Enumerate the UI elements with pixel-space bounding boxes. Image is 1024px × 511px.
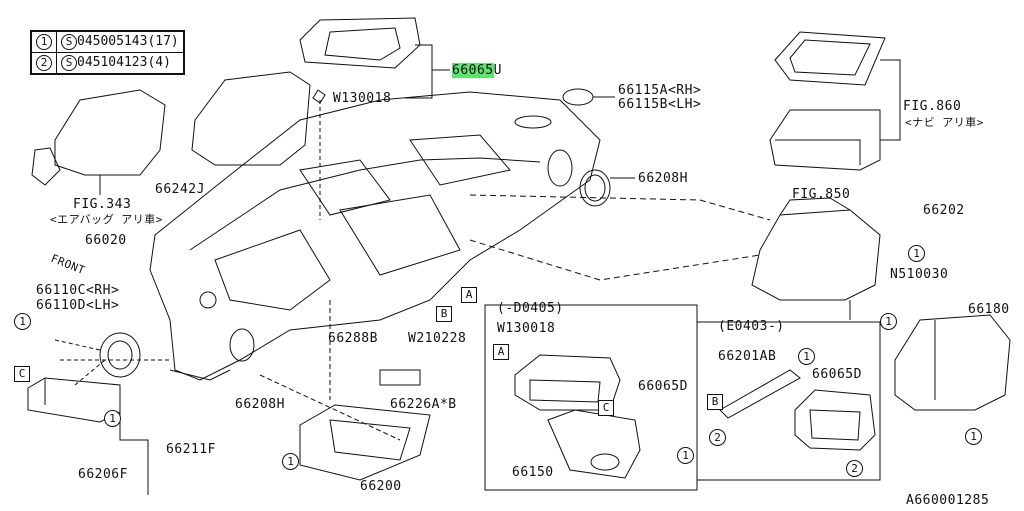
- label-w130018-top[interactable]: W130018: [333, 91, 392, 106]
- tag-a-mid: A: [493, 344, 509, 360]
- tag-c-mid: C: [598, 400, 614, 416]
- screw-ref-1: 1: [677, 447, 694, 464]
- label-66065u[interactable]: 66065U: [452, 63, 502, 78]
- screw-ref-2: 2: [709, 429, 726, 446]
- label-n510030[interactable]: N510030: [890, 267, 949, 282]
- tag-b: B: [436, 306, 452, 322]
- legend-part: 045104123(4): [77, 55, 171, 70]
- label-d0405: (-D0405): [497, 301, 564, 316]
- legend-num: 1: [36, 34, 52, 50]
- cup-holder: [547, 409, 641, 479]
- label-fig343-note: <エアバッグ アリ車>: [50, 213, 163, 226]
- highlighted-part: 66065: [452, 63, 494, 78]
- center-vent: [514, 354, 621, 411]
- label-reference: A660001285: [906, 493, 990, 508]
- label-fig850[interactable]: FIG.850: [792, 187, 851, 202]
- dashboard-outline: [149, 91, 601, 381]
- nav-frame: [774, 31, 886, 86]
- label-66208h-top[interactable]: 66208H: [638, 171, 688, 186]
- screw-ref-1: 1: [14, 313, 31, 330]
- legend-num: 2: [36, 55, 52, 71]
- lid-66242j: [191, 71, 311, 166]
- label-66211f[interactable]: 66211F: [166, 442, 216, 457]
- label-66206f[interactable]: 66206F: [78, 467, 128, 482]
- label-66180[interactable]: 66180: [968, 302, 1010, 317]
- gauge-cluster: [751, 209, 881, 301]
- label-66110d[interactable]: 66110D<LH>: [36, 298, 120, 313]
- label-w130018-mid[interactable]: W130018: [497, 321, 556, 336]
- part-suffix: U: [493, 63, 502, 78]
- combination-meter: [894, 314, 1011, 411]
- legend-code: S: [61, 34, 77, 50]
- label-e0403: (E0403-): [718, 319, 785, 334]
- screw-ref-1: 1: [104, 410, 121, 427]
- tag-c: C: [14, 366, 30, 382]
- label-66200[interactable]: 66200: [360, 479, 402, 494]
- label-66020[interactable]: 66020: [85, 233, 127, 248]
- label-fig860[interactable]: FIG.860: [903, 99, 962, 114]
- label-66201ab[interactable]: 66201AB: [718, 349, 777, 364]
- label-66226a[interactable]: 66226A*B: [390, 397, 457, 412]
- screw-ref-1: 1: [965, 428, 982, 445]
- label-fig343[interactable]: FIG.343: [73, 197, 132, 212]
- label-66288b[interactable]: 66288B: [328, 331, 378, 346]
- screw-ref-1: 1: [908, 245, 925, 262]
- screw-ref-1: 1: [880, 313, 897, 330]
- label-66115b[interactable]: 66115B<LH>: [618, 97, 702, 112]
- label-66065d-right[interactable]: 66065D: [812, 367, 862, 382]
- label-66202[interactable]: 66202: [923, 203, 965, 218]
- top-cover: [299, 17, 421, 69]
- label-66065d-mid[interactable]: 66065D: [638, 379, 688, 394]
- tag-b-right: B: [707, 394, 723, 410]
- right-center-vent: [794, 389, 876, 451]
- screw-ref-2: 2: [846, 460, 863, 477]
- screw-ref-1: 1: [798, 348, 815, 365]
- label-66242j[interactable]: 66242J: [155, 182, 205, 197]
- label-66110c[interactable]: 66110C<RH>: [36, 283, 120, 298]
- legend-part: 045005143(17): [77, 34, 179, 49]
- label-fig860-note: <ナビ アリ車>: [905, 116, 984, 129]
- legend-code: S: [61, 55, 77, 71]
- label-66208h-bot[interactable]: 66208H: [235, 397, 285, 412]
- label-w210228[interactable]: W210228: [408, 331, 467, 346]
- nav-unit: [769, 109, 881, 171]
- screw-ref-1: 1: [282, 453, 299, 470]
- lower-bracket: [299, 404, 431, 481]
- tag-a: A: [461, 287, 477, 303]
- airbag-cover: [54, 89, 166, 176]
- label-66115a[interactable]: 66115A<RH>: [618, 83, 702, 98]
- label-66150[interactable]: 66150: [512, 465, 554, 480]
